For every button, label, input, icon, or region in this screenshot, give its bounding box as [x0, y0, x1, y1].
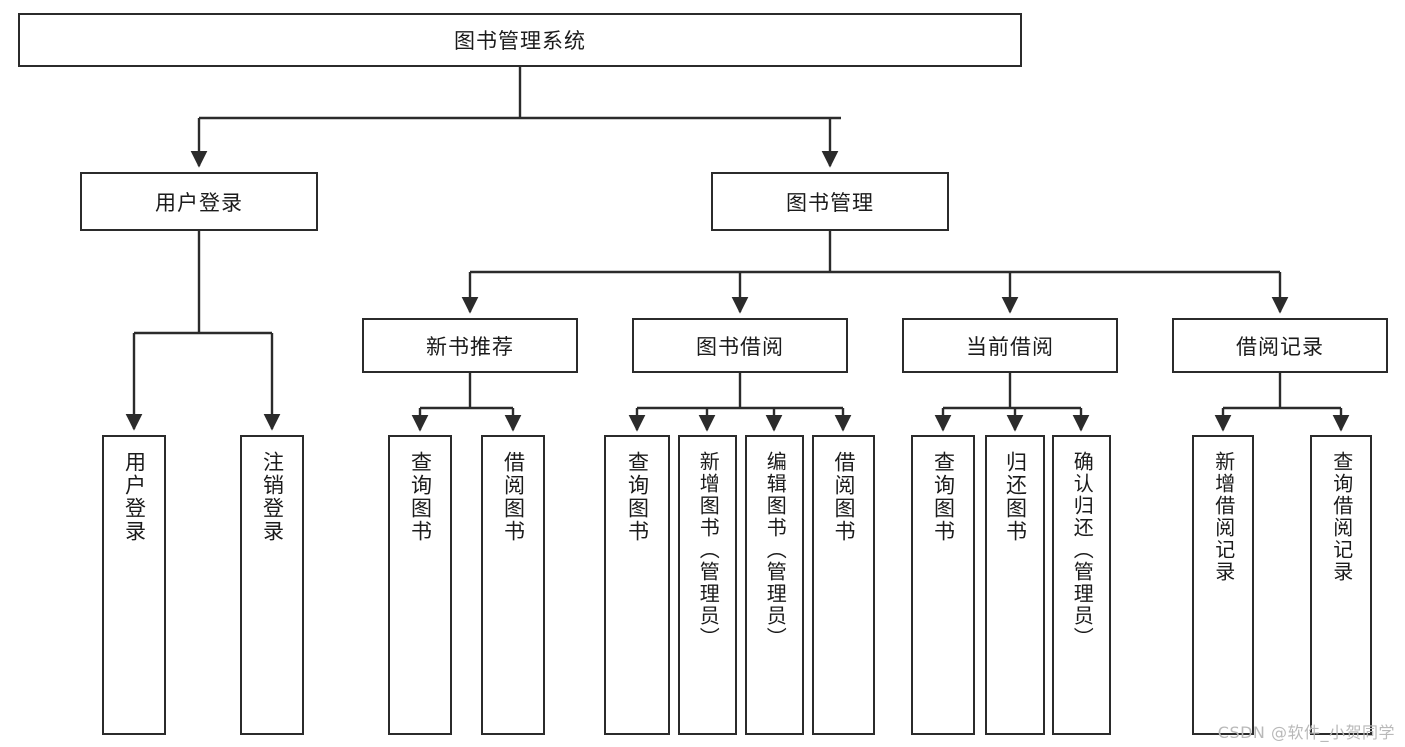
leaf-query-books-current[interactable]: 查询图书: [911, 435, 975, 735]
leaf-user-logout[interactable]: 注销登录: [240, 435, 304, 735]
node-label: 借阅记录: [1236, 334, 1324, 359]
user-login-to-leaves-connectors: [125, 231, 281, 431]
leaf-label: 新增借阅记录: [1211, 451, 1236, 583]
node-label: 当前借阅: [966, 334, 1054, 359]
node-label: 图书管理系统: [454, 29, 586, 53]
leaf-label: 用户登录: [122, 451, 147, 543]
node-label: 新书推荐: [426, 334, 514, 359]
node-label: 用户登录: [155, 190, 243, 215]
csdn-watermark: CSDN @软件_小贺同学: [1217, 723, 1395, 742]
book-borrow-to-leaves-connectors: [628, 373, 852, 432]
leaf-return-books[interactable]: 归还图书: [985, 435, 1045, 735]
leaf-label: 查询图书: [931, 451, 956, 543]
node-new-book-recommendation[interactable]: 新书推荐: [362, 318, 578, 373]
current-borrow-to-leaves-connectors: [934, 373, 1090, 432]
leaf-query-borrowing-record[interactable]: 查询借阅记录: [1310, 435, 1372, 735]
node-user-login[interactable]: 用户登录: [80, 172, 318, 231]
leaf-query-books-recommendation[interactable]: 查询图书: [388, 435, 452, 735]
leaf-query-books-borrowing[interactable]: 查询图书: [604, 435, 670, 735]
leaf-label: 查询图书: [625, 451, 650, 543]
node-current-borrowing[interactable]: 当前借阅: [902, 318, 1118, 373]
leaf-edit-book-admin[interactable]: 编辑图书（管理员）: [745, 435, 804, 735]
leaf-add-book-admin[interactable]: 新增图书（管理员）: [678, 435, 737, 735]
node-borrowing-records[interactable]: 借阅记录: [1172, 318, 1388, 373]
leaf-label: 注销登录: [260, 451, 285, 543]
root-to-level2-connectors: [190, 67, 841, 168]
leaf-add-borrowing-record[interactable]: 新增借阅记录: [1192, 435, 1254, 735]
leaf-label: 新增图书（管理员）: [696, 451, 721, 649]
leaf-label: 确认归还（管理员）: [1070, 451, 1095, 649]
node-book-management[interactable]: 图书管理: [711, 172, 949, 231]
node-label: 图书管理: [786, 190, 874, 215]
new-book-to-leaves-connectors: [411, 373, 522, 432]
leaf-label: 编辑图书（管理员）: [763, 451, 788, 649]
leaf-borrow-books-recommendation[interactable]: 借阅图书: [481, 435, 545, 735]
leaf-user-login[interactable]: 用户登录: [102, 435, 166, 735]
leaf-label: 借阅图书: [501, 451, 526, 543]
node-label: 图书借阅: [696, 334, 784, 359]
leaf-label: 归还图书: [1003, 451, 1028, 543]
leaf-label: 借阅图书: [831, 451, 856, 543]
leaf-borrow-books-borrowing[interactable]: 借阅图书: [812, 435, 875, 735]
leaf-confirm-return-admin[interactable]: 确认归还（管理员）: [1052, 435, 1111, 735]
book-manage-to-level3-connectors: [461, 231, 1289, 314]
node-root-book-management-system[interactable]: 图书管理系统: [18, 13, 1022, 67]
leaf-label: 查询借阅记录: [1329, 451, 1354, 583]
leaf-label: 查询图书: [408, 451, 433, 543]
node-book-borrowing[interactable]: 图书借阅: [632, 318, 848, 373]
borrow-record-to-leaves-connectors: [1214, 373, 1350, 432]
